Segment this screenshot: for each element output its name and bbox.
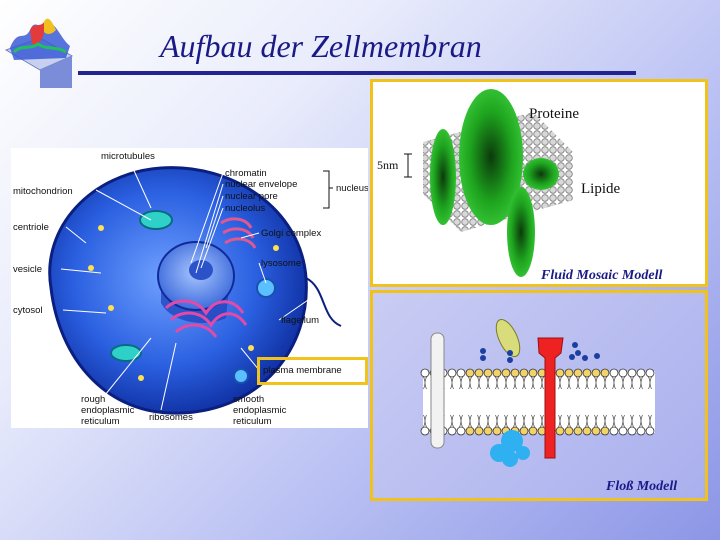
label-nucleus: nucleus (336, 183, 368, 194)
label-smooth-3: reticulum (233, 416, 272, 427)
label-smooth-1: smooth (233, 394, 265, 405)
lipids-label: Lipide (581, 181, 621, 197)
label-nucleolus: nucleolus (225, 203, 266, 214)
fluid-mosaic-panel: 5nm Proteine Lipide Fluid Mosaic Modell (370, 79, 708, 287)
proteins-label: Proteine (529, 106, 579, 122)
logo-graphic (0, 8, 80, 88)
label-vesicle: vesicle (13, 264, 43, 275)
label-microtubules: microtubules (101, 151, 155, 162)
label-nuclear-envelope: nuclear envelope (225, 179, 298, 190)
raft-model-panel: Floß Modell (370, 290, 708, 501)
label-ribosomes: ribosomes (149, 412, 193, 423)
scale-label: 5nm (377, 158, 399, 172)
label-rough-1: rough (81, 394, 106, 405)
page-title: Aufbau der Zellmembran (160, 28, 482, 64)
label-chromatin: chromatin (225, 168, 267, 179)
title-underline (78, 71, 636, 75)
label-rough-3: reticulum (81, 416, 120, 427)
label-nuclear-pore: nuclear pore (225, 191, 278, 202)
raft-model-caption: Floß Modell (606, 479, 678, 494)
label-golgi-complex: Golgi complex (261, 228, 322, 239)
fluid-mosaic-caption: Fluid Mosaic Modell (541, 268, 663, 283)
label-flagellum: flagellum (281, 315, 320, 326)
label-rough-2: endoplasmic (81, 405, 135, 416)
label-cytosol: cytosol (13, 305, 43, 316)
label-lysosome: lysosome (261, 258, 302, 269)
label-smooth-2: endoplasmic (233, 405, 287, 416)
label-mitochondrion: mitochondrion (13, 186, 73, 197)
cell-diagram: microtubules mitochondrion centriole ves… (11, 148, 368, 428)
label-centriole: centriole (13, 222, 49, 233)
label-plasma-membrane: plasma membrane (263, 365, 342, 376)
plasma-membrane-highlight (257, 357, 368, 385)
